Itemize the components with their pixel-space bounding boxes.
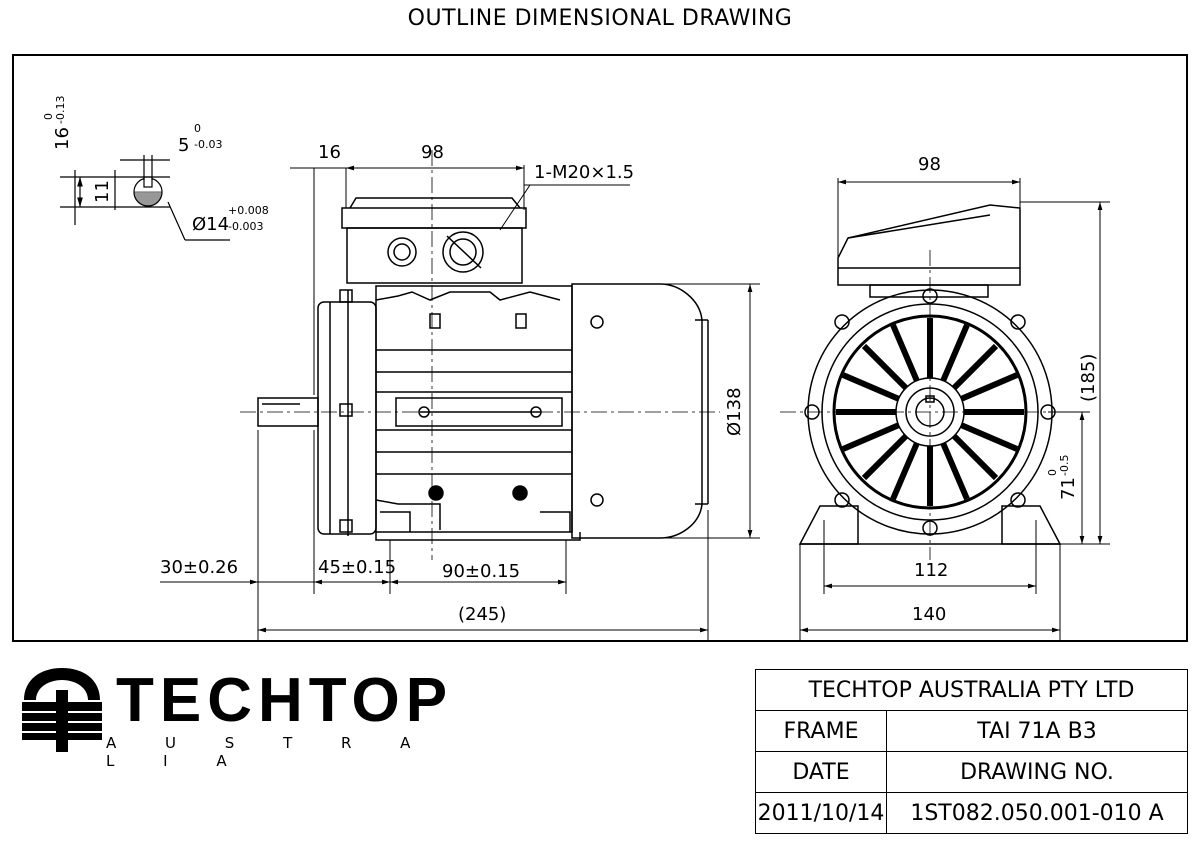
dim-16-label: 16 bbox=[318, 142, 341, 163]
dim-71-label: 71 bbox=[1058, 477, 1079, 500]
key-width-tol-upper: 0 bbox=[194, 122, 201, 135]
title-block: TECHTOP AUSTRALIA PTY LTD FRAME TAI 71A … bbox=[755, 669, 1188, 834]
dim-98-side-label: 98 bbox=[421, 142, 444, 163]
gland-label: 1-M20×1.5 bbox=[534, 162, 634, 183]
frame-value: TAI 71A B3 bbox=[886, 710, 1188, 752]
dim-140-label: 140 bbox=[912, 604, 946, 625]
company-name: TECHTOP AUSTRALIA PTY LTD bbox=[755, 669, 1188, 711]
end-view-dimensions bbox=[780, 178, 1110, 640]
logo-wordmark: TECHTOP bbox=[116, 666, 454, 735]
drawing-no-value: 1ST082.050.001-010 A bbox=[886, 792, 1188, 834]
drawing-title: OUTLINE DIMENSIONAL DRAWING bbox=[407, 6, 793, 31]
dim-245-label: (245) bbox=[458, 604, 506, 625]
key-height-tol-upper: 0 bbox=[42, 113, 55, 120]
dim-45-label: 45±0.15 bbox=[318, 557, 396, 578]
techtop-logo: TECHTOP A U S T R A L I A bbox=[20, 662, 470, 770]
logo-subtitle: A U S T R A L I A bbox=[106, 734, 433, 770]
dim-112-label: 112 bbox=[914, 560, 948, 581]
dim-71-tol-upper: 0 bbox=[1046, 469, 1059, 476]
frame-label: FRAME bbox=[755, 710, 887, 752]
drawing-no-label: DRAWING NO. bbox=[886, 751, 1188, 793]
key-width-label: 5 bbox=[178, 135, 189, 156]
key-depth-label: 11 bbox=[92, 180, 113, 203]
shaft-key-detail bbox=[60, 155, 230, 241]
key-height-label: 16 bbox=[52, 127, 73, 150]
shaft-dia-label: Ø14 bbox=[192, 214, 229, 235]
shaft-dia-tol-upper: +0.008 bbox=[228, 204, 269, 217]
dim-30-label: 30±0.26 bbox=[160, 557, 238, 578]
date-label: DATE bbox=[755, 751, 887, 793]
shaft-dia-tol-lower: -0.003 bbox=[228, 220, 263, 233]
motor-side-view bbox=[240, 150, 720, 560]
side-view-dimensions bbox=[160, 165, 760, 640]
dim-90-label: 90±0.15 bbox=[442, 561, 520, 582]
techtop-logo-mark bbox=[22, 668, 102, 752]
key-width-tol-lower: -0.03 bbox=[194, 138, 222, 151]
key-height-tol-lower: -0.13 bbox=[54, 96, 67, 124]
dim-185-label: (185) bbox=[1078, 354, 1099, 402]
dim-98-end-label: 98 bbox=[918, 154, 941, 175]
date-value: 2011/10/14 bbox=[755, 792, 887, 834]
drawing-frame bbox=[12, 54, 1188, 642]
dim-71-tol-lower: -0.5 bbox=[1058, 455, 1071, 476]
dia-138-label: Ø138 bbox=[724, 387, 745, 436]
